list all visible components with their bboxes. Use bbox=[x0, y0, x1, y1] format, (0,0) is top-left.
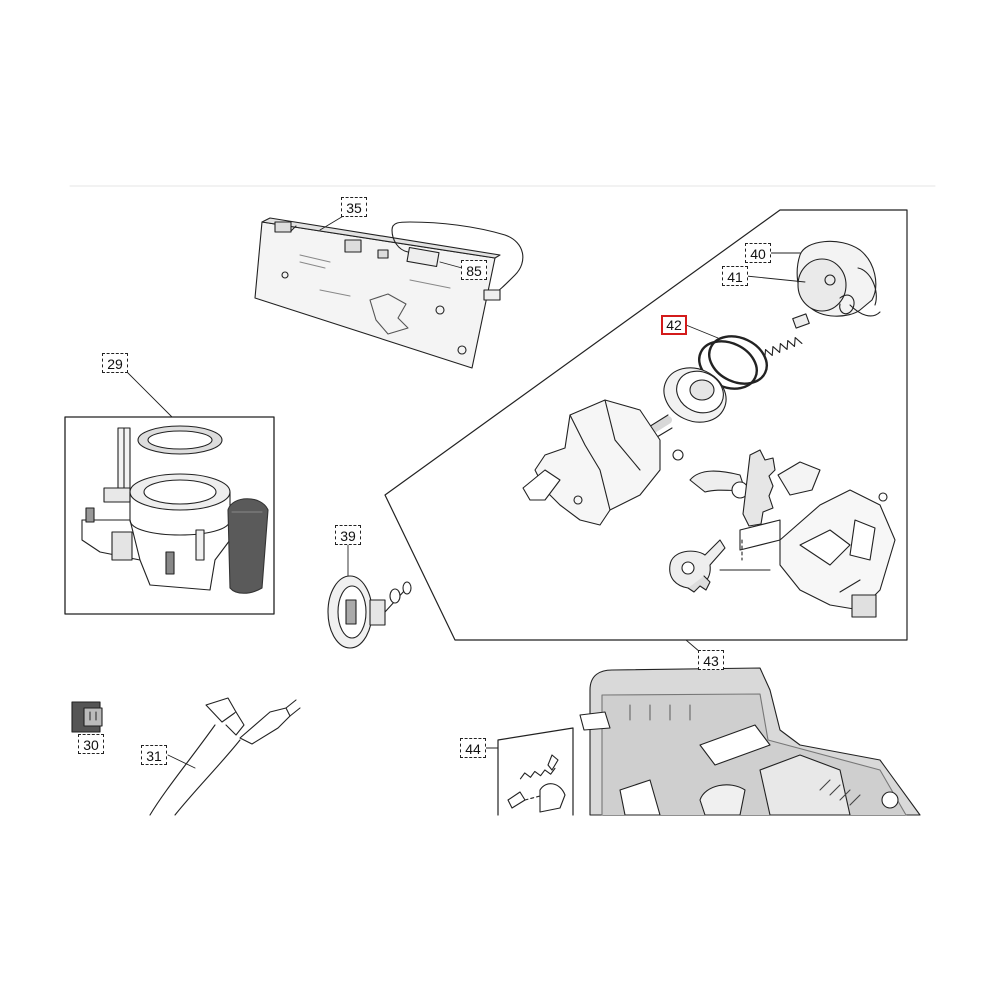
brew-cap-drawing bbox=[745, 240, 881, 317]
callout-44[interactable]: 44 bbox=[460, 738, 486, 758]
callout-31[interactable]: 31 bbox=[141, 745, 167, 765]
brew-unit-outline bbox=[384, 209, 908, 641]
callout-40[interactable]: 40 bbox=[745, 243, 771, 263]
power-cord-drawing bbox=[149, 697, 301, 816]
cam-drawing bbox=[669, 539, 771, 593]
grinder-unit-drawing bbox=[64, 372, 275, 615]
callout-30[interactable]: 30 bbox=[78, 734, 104, 754]
spring-drawing bbox=[764, 313, 810, 360]
power-socket-drawing bbox=[71, 701, 103, 733]
pcb-board-drawing bbox=[254, 214, 501, 369]
callout-39[interactable]: 39 bbox=[335, 525, 361, 545]
callout-35[interactable]: 35 bbox=[341, 197, 367, 217]
brew-housing-drawing bbox=[777, 461, 896, 618]
drive-wheel-drawing bbox=[327, 544, 412, 649]
chassis-drawing bbox=[579, 667, 921, 816]
callout-43[interactable]: 43 bbox=[698, 650, 724, 670]
spring-assembly-drawing bbox=[485, 727, 574, 816]
cable-sensor-drawing bbox=[391, 221, 524, 301]
brew-body-drawing bbox=[522, 399, 684, 526]
callout-42-highlighted[interactable]: 42 bbox=[661, 315, 687, 335]
gear-lever-drawing bbox=[689, 449, 781, 561]
callout-29[interactable]: 29 bbox=[102, 353, 128, 373]
callout-41[interactable]: 41 bbox=[722, 266, 748, 286]
callout-85[interactable]: 85 bbox=[461, 260, 487, 280]
